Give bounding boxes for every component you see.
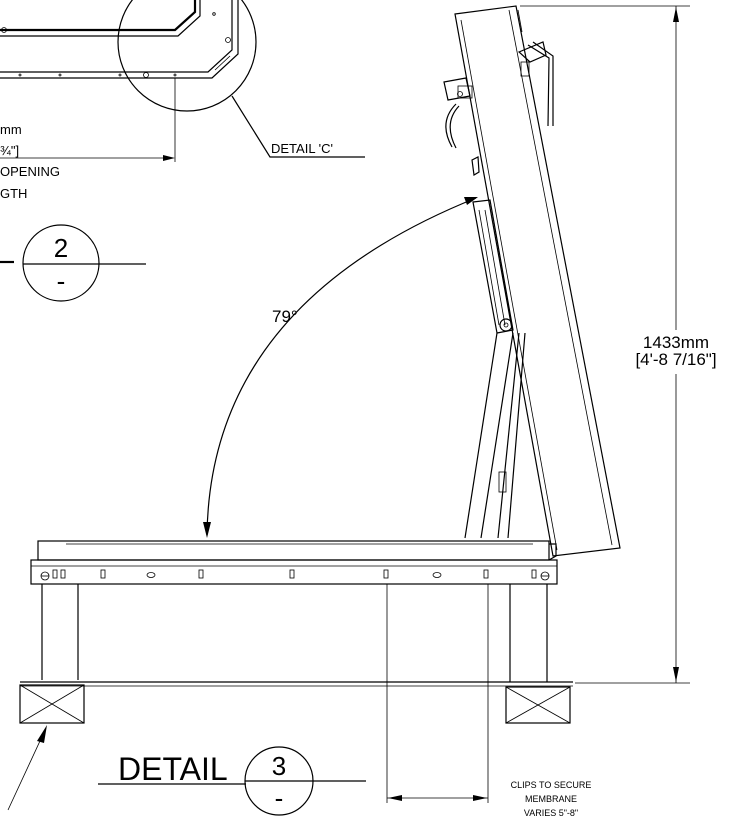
clips-dimension: CLIPS TO SECURE MEMBRANE VARIES 5"-8": [386, 584, 592, 818]
opening-dimension-line4: GTH: [0, 186, 27, 201]
frame-assembly: [30, 540, 558, 585]
clips-note-line3: VARIES 5"-8": [524, 808, 578, 818]
opening-dimension-line2: ¾"]: [0, 143, 19, 158]
detail-c-label: DETAIL 'C': [271, 141, 333, 156]
angle-label: 79°: [272, 307, 298, 326]
detail-3-sheet: -: [275, 783, 284, 813]
opening-dimension-line1: mm: [0, 122, 22, 137]
detail-c-circle: [117, 0, 257, 112]
opening-dimension-line3: OPENING: [0, 164, 60, 179]
raised-lid: [443, 5, 621, 557]
support-strut: [464, 199, 526, 539]
clips-note-line2: MEMBRANE: [525, 794, 577, 804]
angle-dimension: 79°: [203, 197, 478, 538]
support-legs: [7, 584, 573, 811]
detail-3-title: DETAIL: [118, 751, 228, 787]
detail-3-number: 3: [272, 751, 286, 781]
section-2-number: 2: [54, 233, 68, 263]
height-metric: 1433mm: [643, 333, 709, 352]
opening-dimension: mm ¾"] OPENING GTH: [0, 78, 176, 201]
section-2-callout: 2 -: [0, 224, 146, 302]
detail-c-leader: [231, 95, 365, 158]
height-imperial: [4'-8 7/16"]: [635, 350, 716, 369]
section-2-sheet: -: [57, 266, 66, 296]
clips-note-line1: CLIPS TO SECURE: [511, 780, 592, 790]
detail-c-partial-view: DETAIL 'C': [0, 0, 365, 158]
detail-3-callout: DETAIL 3 -: [98, 746, 366, 816]
height-dimension: 1433mm [4'-8 7/16"]: [520, 5, 732, 684]
